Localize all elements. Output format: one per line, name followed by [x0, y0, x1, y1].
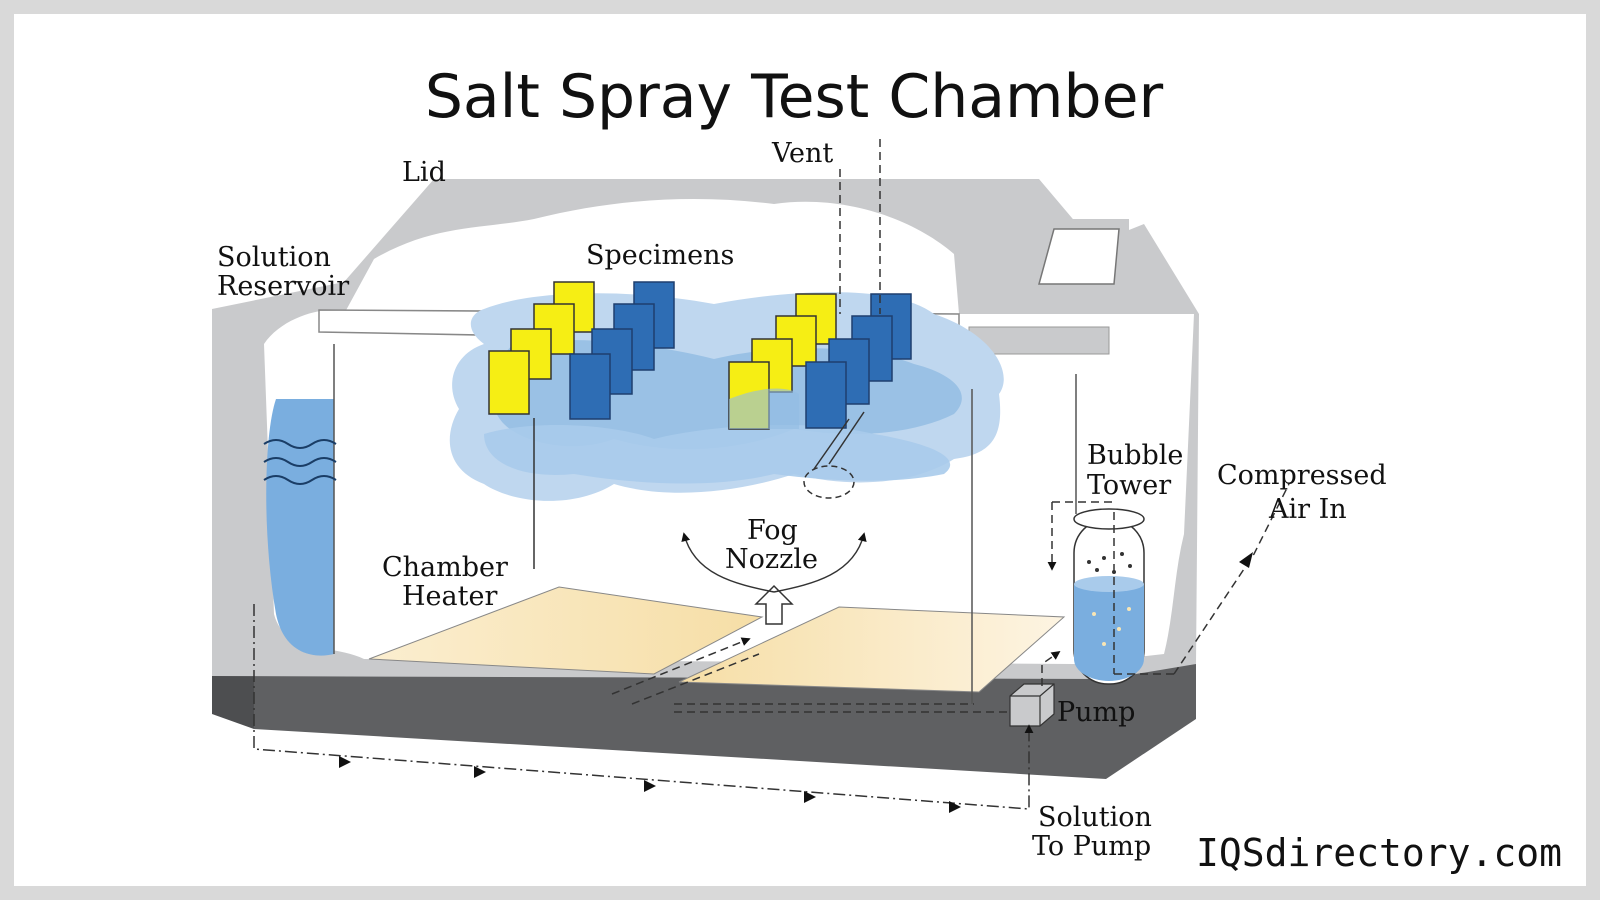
diagram-title: Salt Spray Test Chamber	[425, 62, 1164, 132]
fog-nozzle	[681, 411, 867, 625]
salt-fog	[449, 292, 1004, 501]
vent-line	[839, 139, 881, 314]
label-solution-reservoir-line1: Solution	[217, 242, 331, 273]
label-bubble-tower-line1: Bubble	[1087, 440, 1183, 471]
chamber-supports	[533, 374, 1077, 704]
label-specimens: Specimens	[586, 240, 734, 271]
salt-spray-diagram: Salt Spray Test Chamber Lid Vent Solutio…	[212, 62, 1562, 875]
label-compressed-air-line1: Compressed	[1217, 460, 1387, 491]
specimen-group-right	[728, 293, 912, 430]
label-fog-nozzle-line1: Fog	[747, 515, 798, 546]
label-lid: Lid	[402, 157, 446, 188]
label-solution-to-pump-line1: Solution	[1038, 802, 1152, 833]
label-chamber-heater-line2: Heater	[402, 581, 497, 612]
flow-lines	[253, 483, 1290, 813]
diagram-frame: Salt Spray Test Chamber Lid Vent Solutio…	[14, 14, 1586, 886]
label-compressed-air-line2: Air In	[1268, 494, 1347, 525]
solution-reservoir	[263, 344, 337, 656]
chamber-base	[212, 664, 1196, 779]
brand-watermark: IQSdirectory.com	[1196, 831, 1562, 875]
chamber-heater	[368, 586, 1066, 693]
label-solution-to-pump-line2: To Pump	[1032, 831, 1151, 862]
specimen-group-left	[488, 281, 675, 420]
label-bubble-tower-line2: Tower	[1087, 470, 1171, 501]
label-pump: Pump	[1057, 697, 1135, 728]
label-fog-nozzle-line2: Nozzle	[725, 544, 818, 575]
bubble-tower	[1073, 508, 1174, 685]
label-chamber-heater-line1: Chamber	[382, 552, 508, 583]
label-solution-reservoir-line2: Reservoir	[217, 271, 349, 302]
pump	[1009, 683, 1055, 727]
label-vent: Vent	[771, 138, 833, 169]
